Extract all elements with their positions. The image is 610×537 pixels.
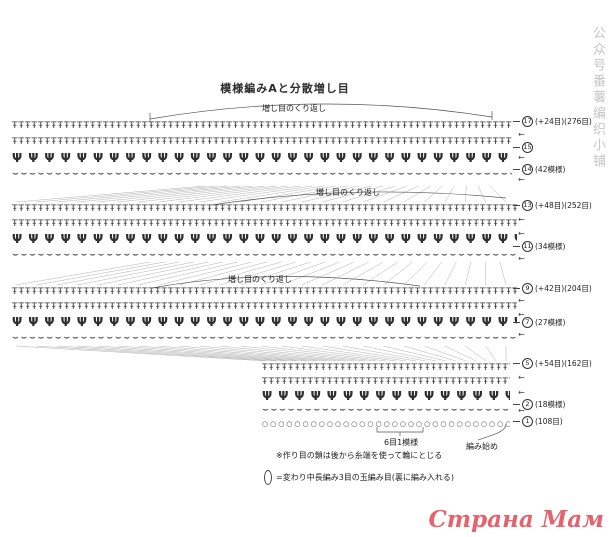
- stitch-row-dc: ŦŦŦŦŦŦŦŦŦŦŦŦŦŦŦŦŦŦŦŦŦŦŦŦŦŦŦŦŦŦŦŦŦŦŦŦŦŦŦŦ…: [12, 137, 512, 147]
- row-count-text: (+48目)(252目): [535, 201, 592, 210]
- band-rows-6-9: ŦŦŦŦŦŦŦŦŦŦŦŦŦŦŦŦŦŦŦŦŦŦŦŦŦŦŦŦŦŦŦŦŦŦŦŦŦŦŦŦ…: [12, 285, 517, 345]
- direction-arrow-icon: ←: [518, 406, 525, 415]
- row-count-text: (+42目)(204目): [535, 284, 592, 293]
- band-rows-10-13: ŦŦŦŦŦŦŦŦŦŦŦŦŦŦŦŦŦŦŦŦŦŦŦŦŦŦŦŦŦŦŦŦŦŦŦŦŦŦŦŦ…: [12, 202, 517, 262]
- row-number-label: 9(+42目)(204目): [513, 283, 592, 294]
- increase-repeat-label: 増し目のくり返し: [262, 104, 326, 113]
- direction-arrow-icon: ←: [518, 388, 525, 397]
- stitch-row-chain: ○○○○○○○○○○○○○○○○○○○○○○○○○○○○○○○○○○○○○○○○…: [262, 420, 510, 428]
- row-count-text: (42模様): [535, 165, 566, 174]
- direction-arrow-icon: ←: [518, 296, 525, 305]
- watermark-strana-mam: Страна Мам: [428, 506, 604, 533]
- increase-repeat-label: 増し目のくり返し: [316, 188, 380, 197]
- row-count-text: (34模様): [535, 242, 566, 251]
- puff-stitch-icon: [264, 470, 272, 485]
- pointer-dash: [513, 288, 520, 289]
- row-count-text: (18模様): [535, 400, 566, 409]
- pointer-dash: [513, 205, 520, 206]
- row-number-label: 17(+24目)(276目): [513, 116, 592, 127]
- row-number-label: 5(+54目)(162目): [513, 358, 592, 369]
- row-number-label: 15: [513, 142, 535, 153]
- pointer-dash: [513, 169, 520, 170]
- row-number-circle: 11: [522, 241, 533, 252]
- row-count-text: (108目): [535, 417, 563, 426]
- direction-arrow-icon: ←: [518, 310, 525, 319]
- row-count-text: (+54目)(162目): [535, 359, 592, 368]
- row-number-circle: 15: [522, 142, 533, 153]
- row-number-label: 11(34模様): [513, 241, 565, 252]
- row-number-circle: 14: [522, 164, 533, 175]
- row-number-label: 7(27模様): [513, 317, 565, 328]
- legend-text: =変わり中長編み3目の玉編み目(裏に編み入れる): [276, 473, 455, 482]
- stitch-row-arch: ⌣⌣⌣⌣⌣⌣⌣⌣⌣⌣⌣⌣⌣⌣⌣⌣⌣⌣⌣⌣⌣⌣⌣⌣⌣⌣⌣⌣⌣⌣⌣⌣⌣⌣⌣⌣⌣⌣⌣⌣…: [12, 332, 517, 343]
- row-count-text: (27模様): [535, 318, 566, 327]
- pointer-dash: [513, 363, 520, 364]
- stitch-row-arch: ⌣⌣⌣⌣⌣⌣⌣⌣⌣⌣⌣⌣⌣⌣⌣⌣⌣⌣⌣⌣⌣⌣⌣⌣⌣⌣⌣⌣⌣⌣⌣⌣⌣⌣⌣⌣⌣⌣⌣⌣…: [12, 249, 517, 260]
- band-rows-14-17: ŦŦŦŦŦŦŦŦŦŦŦŦŦŦŦŦŦŦŦŦŦŦŦŦŦŦŦŦŦŦŦŦŦŦŦŦŦŦŦŦ…: [12, 118, 512, 182]
- pattern-repeat-label: 6目1模様: [384, 438, 419, 447]
- pointer-dash: [513, 404, 520, 405]
- row-number-circle: 5: [522, 358, 533, 369]
- stitch-row-arch: ⌣⌣⌣⌣⌣⌣⌣⌣⌣⌣⌣⌣⌣⌣⌣⌣⌣⌣⌣⌣⌣⌣⌣⌣⌣⌣⌣⌣⌣⌣⌣⌣⌣⌣⌣: [262, 404, 510, 415]
- stitch-row-dc: ŦŦŦŦŦŦŦŦŦŦŦŦŦŦŦŦŦŦŦŦŦŦŦŦŦŦŦŦŦŦŦŦŦŦŦŦŦŦŦŦ…: [262, 363, 510, 373]
- row-number-circle: 1: [522, 416, 533, 427]
- pointer-dash: [513, 147, 520, 148]
- direction-arrow-icon: ←: [518, 229, 525, 238]
- stitch-row-dc: ŦŦŦŦŦŦŦŦŦŦŦŦŦŦŦŦŦŦŦŦŦŦŦŦŦŦŦŦŦŦŦŦŦŦŦŦŦŦŦŦ…: [12, 204, 517, 214]
- pointer-dash: [513, 421, 520, 422]
- pointer-dash: [513, 322, 520, 323]
- stitch-row-dc: ŦŦŦŦŦŦŦŦŦŦŦŦŦŦŦŦŦŦŦŦŦŦŦŦŦŦŦŦŦŦŦŦŦŦŦŦŦŦŦŦ…: [12, 121, 512, 131]
- direction-arrow-icon: ←: [518, 153, 525, 162]
- row-count-text: (+24目)(276目): [535, 117, 592, 126]
- row-number-label: 14(42模様): [513, 164, 565, 175]
- stitch-row-dc: ŦŦŦŦŦŦŦŦŦŦŦŦŦŦŦŦŦŦŦŦŦŦŦŦŦŦŦŦŦŦŦŦŦŦŦŦŦŦŦŦ…: [12, 219, 517, 229]
- row-number-label: 13(+48目)(252目): [513, 200, 592, 211]
- stitch-row-dc: ŦŦŦŦŦŦŦŦŦŦŦŦŦŦŦŦŦŦŦŦŦŦŦŦŦŦŦŦŦŦŦŦŦŦŦŦŦŦŦŦ…: [12, 287, 517, 297]
- row-number-circle: 13: [522, 200, 533, 211]
- start-label: 編み始め: [466, 442, 498, 451]
- direction-arrow-icon: ←: [518, 215, 525, 224]
- foundation-note: ※作り目の鎖は後から糸端を使って輪にとじる: [276, 451, 443, 460]
- row-number-circle: 7: [522, 317, 533, 328]
- stitch-row-shell: ΨΨΨΨΨΨΨΨΨΨΨΨΨΨΨΨΨΨΨΨΨΨΨΨΨΨΨΨΨΨΨΨΨΨΨΨΨΨΨΨ: [12, 315, 517, 329]
- row-number-circle: 17: [522, 116, 533, 127]
- pointer-dash: [513, 121, 520, 122]
- chart-title: 模様編みAと分散増し目: [220, 82, 350, 95]
- row-number-circle: 2: [522, 399, 533, 410]
- direction-arrow-icon: ←: [518, 254, 525, 263]
- direction-arrow-icon: ←: [518, 175, 525, 184]
- pointer-dash: [513, 246, 520, 247]
- direction-arrow-icon: ←: [518, 130, 525, 139]
- legend: =変わり中長編み3目の玉編み目(裏に編み入れる): [264, 470, 454, 485]
- stitch-row-shell: ΨΨΨΨΨΨΨΨΨΨΨΨΨΨΨΨΨΨΨΨ: [262, 389, 510, 403]
- stitch-row-shell: ΨΨΨΨΨΨΨΨΨΨΨΨΨΨΨΨΨΨΨΨΨΨΨΨΨΨΨΨΨΨΨΨΨΨΨΨΨΨΨΨ: [12, 232, 517, 246]
- increase-repeat-label: 増し目のくり返し: [228, 275, 292, 284]
- stitch-row-dc: ŦŦŦŦŦŦŦŦŦŦŦŦŦŦŦŦŦŦŦŦŦŦŦŦŦŦŦŦŦŦŦŦŦŦŦŦŦŦŦŦ…: [12, 302, 517, 312]
- stitch-row-arch: ⌣⌣⌣⌣⌣⌣⌣⌣⌣⌣⌣⌣⌣⌣⌣⌣⌣⌣⌣⌣⌣⌣⌣⌣⌣⌣⌣⌣⌣⌣⌣⌣⌣⌣⌣⌣⌣⌣⌣⌣…: [12, 168, 512, 179]
- direction-arrow-icon: ←: [518, 373, 525, 382]
- row-number-label: 1(108目): [513, 416, 563, 427]
- stitch-row-shell: ΨΨΨΨΨΨΨΨΨΨΨΨΨΨΨΨΨΨΨΨΨΨΨΨΨΨΨΨΨΨΨΨΨΨΨΨΨΨΨΨ: [12, 151, 512, 165]
- watermark-side: 公众号番薯编织小铺: [590, 26, 605, 170]
- direction-arrow-icon: ←: [518, 330, 525, 339]
- stitch-row-dc: ŦŦŦŦŦŦŦŦŦŦŦŦŦŦŦŦŦŦŦŦŦŦŦŦŦŦŦŦŦŦŦŦŦŦŦŦŦŦŦŦ…: [262, 377, 510, 387]
- row-number-circle: 9: [522, 283, 533, 294]
- row-number-label: 2(18模様): [513, 399, 565, 410]
